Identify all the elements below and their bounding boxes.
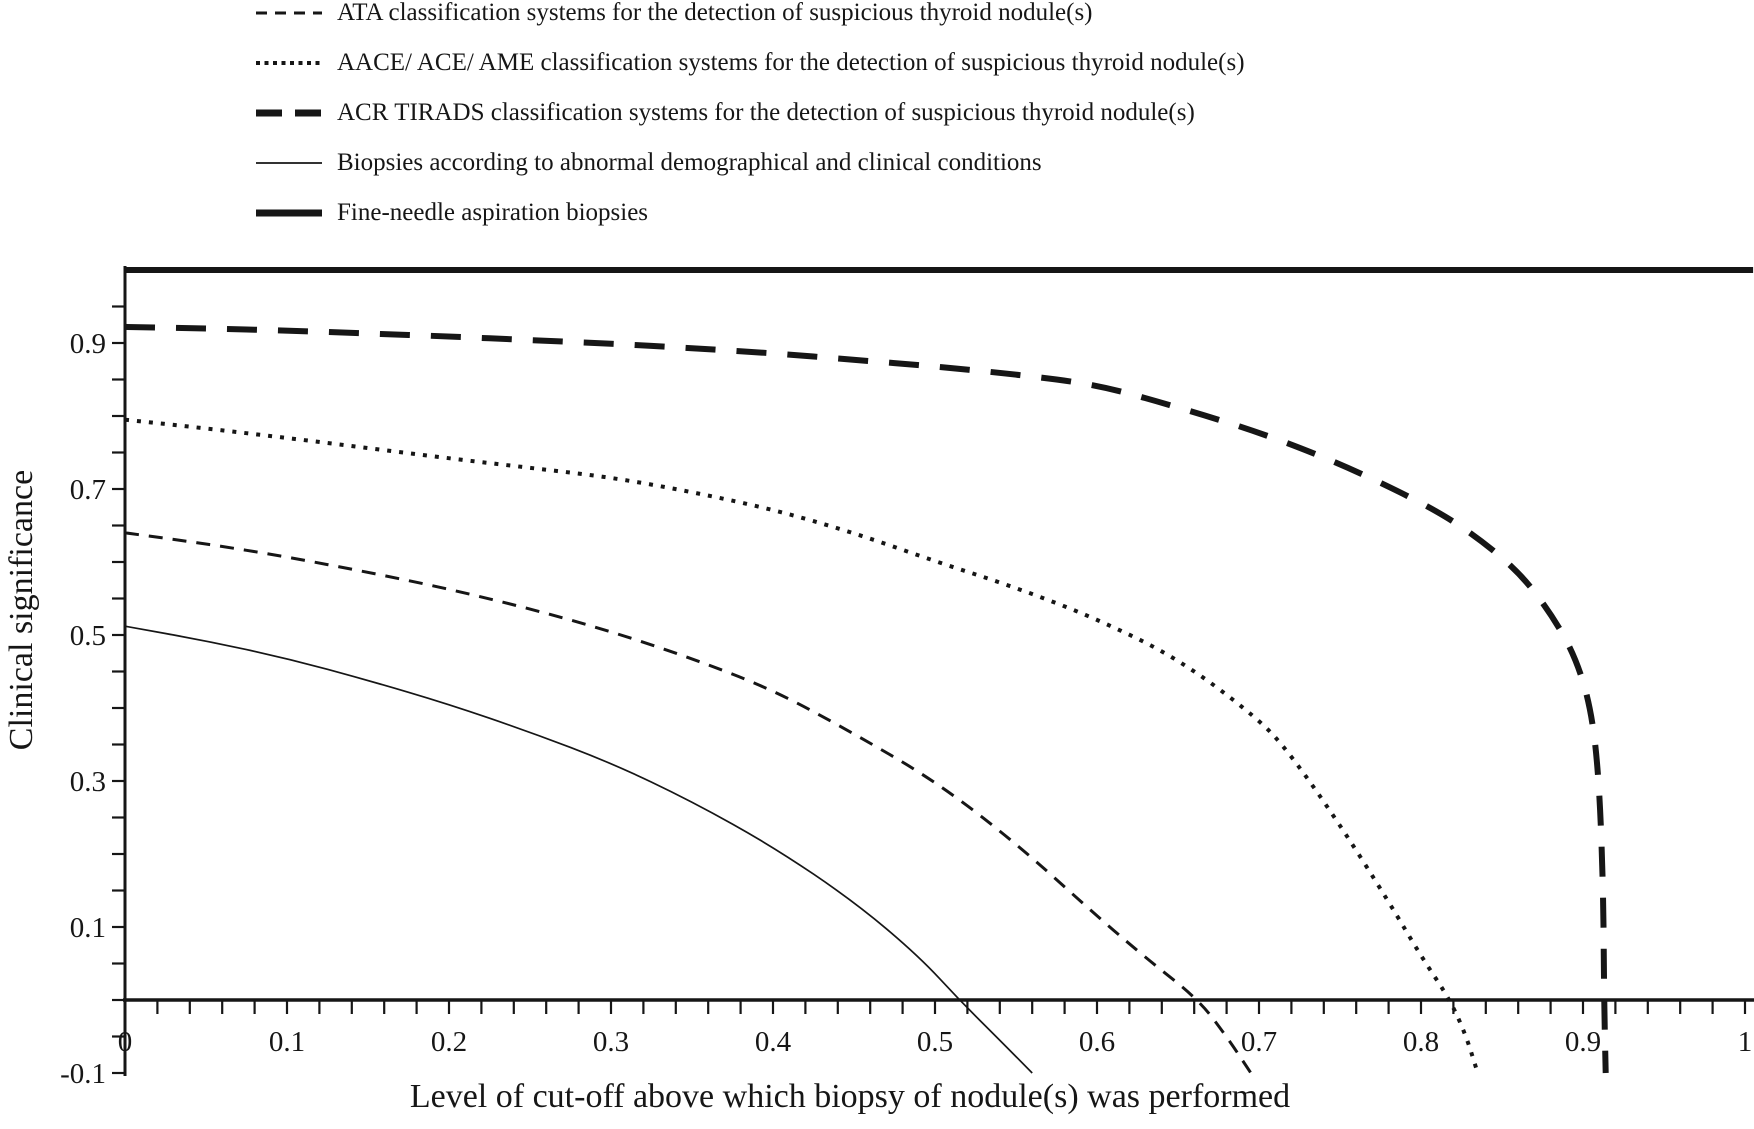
x-tick-label: 0.5 (917, 1026, 953, 1058)
series-aace-ace-ame-line (124, 417, 1480, 1074)
legend-label: Fine-needle aspiration biopsies (337, 199, 649, 226)
y-tick-label: 0.7 (70, 474, 106, 506)
x-tick-label: 0 (118, 1026, 133, 1058)
x-tick-label: 0.9 (1565, 1026, 1601, 1058)
axes (123, 266, 1754, 1076)
legend-line-sample-aace-ace-ame (256, 61, 322, 65)
x-tick-label: 0.1 (269, 1026, 305, 1058)
legend-label: ATA classification systems for the detec… (337, 0, 1093, 26)
legend-line-sample-ata (256, 11, 322, 15)
x-tick-label: 0.3 (593, 1026, 629, 1058)
tick-marks (112, 305, 1747, 1075)
y-tick-label: 0.9 (70, 328, 106, 360)
legend: ATA classification systems for the detec… (255, 0, 1245, 238)
series-ata-line (124, 531, 1253, 1074)
legend-line-sample-demographic-clinical-biopsies (256, 162, 322, 164)
legend-line-sample-fna (256, 209, 322, 217)
tick-labels: 0 0.1 0.2 0.3 0.4 0.5 0.6 0.7 0.8 0.9 1 0.9 0.7 0.5 0.… (60, 328, 1752, 1090)
legend-item-fna: Fine-needle aspiration biopsies (255, 188, 1245, 238)
legend-item-demographic-clinical-biopsies: Biopsies according to abnormal demograph… (255, 138, 1245, 188)
x-tick-label: 1 (1738, 1026, 1753, 1058)
x-tick-label: 0.8 (1403, 1026, 1439, 1058)
legend-item-aace-ace-ame: AACE/ ACE/ AME classification systems fo… (255, 38, 1245, 88)
legend-label: ACR TIRADS classification systems for th… (337, 99, 1195, 126)
y-axis-title: Clinical significance (3, 470, 40, 750)
series-group (124, 267, 1754, 1074)
legend-item-acr-tirads: ACR TIRADS classification systems for th… (255, 88, 1245, 138)
x-axis-title: Level of cut-off above which biopsy of n… (410, 1078, 1290, 1115)
series-acr-tirads-line (124, 323, 1609, 1074)
y-tick-label: 0.3 (70, 766, 106, 798)
legend-item-ata: ATA classification systems for the detec… (255, 0, 1245, 38)
x-tick-label: 0.7 (1241, 1026, 1277, 1058)
x-tick-label: 0.2 (431, 1026, 467, 1058)
y-tick-label: -0.1 (60, 1058, 106, 1090)
legend-label: AACE/ ACE/ AME classification systems fo… (337, 49, 1245, 76)
legend-line-sample-acr-tirads (256, 109, 322, 117)
x-tick-label: 0.6 (1079, 1026, 1115, 1058)
series-demographic-clinical-biopsies-line (124, 625, 1033, 1074)
x-tick-label: 0.4 (755, 1026, 792, 1058)
legend-label: Biopsies according to abnormal demograph… (337, 149, 1042, 176)
y-tick-label: 0.1 (70, 912, 106, 944)
y-tick-label: 0.5 (70, 620, 106, 652)
